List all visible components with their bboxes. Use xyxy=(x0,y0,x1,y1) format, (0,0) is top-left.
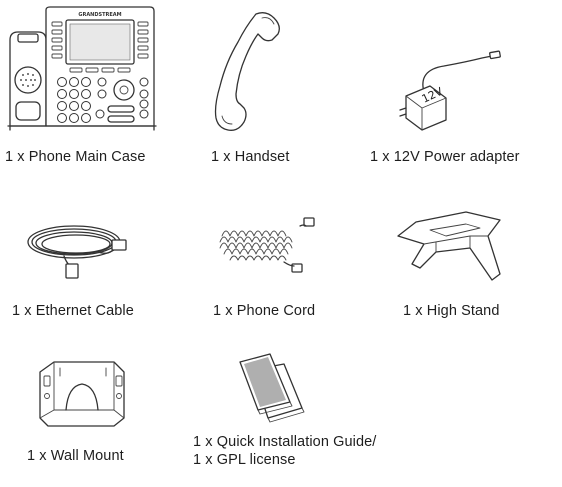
caption-phone-main-case: 1 x Phone Main Case xyxy=(5,149,146,165)
caption-wall-mount: 1 x Wall Mount xyxy=(27,448,124,464)
caption-high-stand: 1 x High Stand xyxy=(403,303,500,319)
brand-text: GRANDSTREAM xyxy=(78,12,121,18)
quick-guide-illustration xyxy=(236,352,308,426)
caption-handset: 1 x Handset xyxy=(211,149,290,165)
caption-phone-cord: 1 x Phone Cord xyxy=(213,303,316,319)
high-stand-illustration xyxy=(396,206,504,284)
wall-mount-illustration xyxy=(34,356,130,428)
phone-main-case-illustration: GRANDSTREAM xyxy=(6,6,157,132)
phone-cord-illustration xyxy=(214,212,318,276)
handset-illustration xyxy=(212,12,288,134)
caption-ethernet-cable: 1 x Ethernet Cable xyxy=(12,303,134,319)
ethernet-cable-illustration xyxy=(24,212,134,280)
power-adapter-illustration: 12V xyxy=(394,50,502,134)
caption-quick-guide-line1: 1 x Quick Installation Guide/ xyxy=(193,434,377,450)
caption-power-adapter: 1 x 12V Power adapter xyxy=(370,149,520,165)
caption-quick-guide-line2: 1 x GPL license xyxy=(193,452,296,468)
